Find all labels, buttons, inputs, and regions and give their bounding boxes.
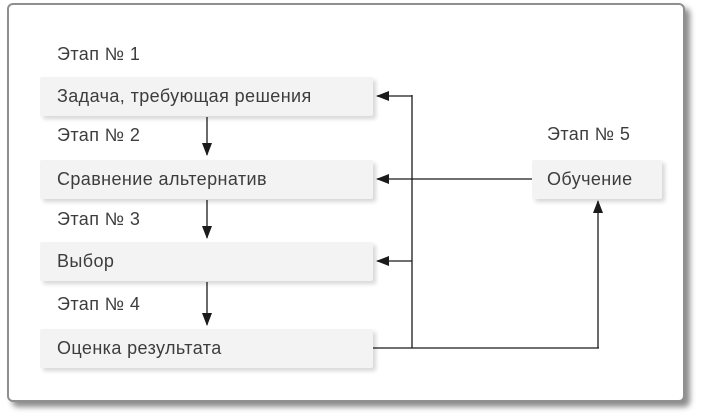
stage-4-label: Этап № 4 (57, 294, 141, 314)
stage-1-label: Этап № 1 (57, 44, 141, 64)
stage-4-box: Оценка результата (40, 329, 373, 368)
stage-5-box: Обучение (532, 160, 662, 199)
stage-2-label: Этап № 2 (57, 125, 141, 145)
stage-3-box: Выбор (40, 242, 373, 281)
stage-1-box: Задача, требующая решения (40, 77, 373, 116)
stage-3-label: Этап № 3 (57, 209, 141, 229)
stage-2-box: Сравнение альтернатив (40, 160, 373, 199)
stage-5-label: Этап № 5 (547, 124, 631, 144)
